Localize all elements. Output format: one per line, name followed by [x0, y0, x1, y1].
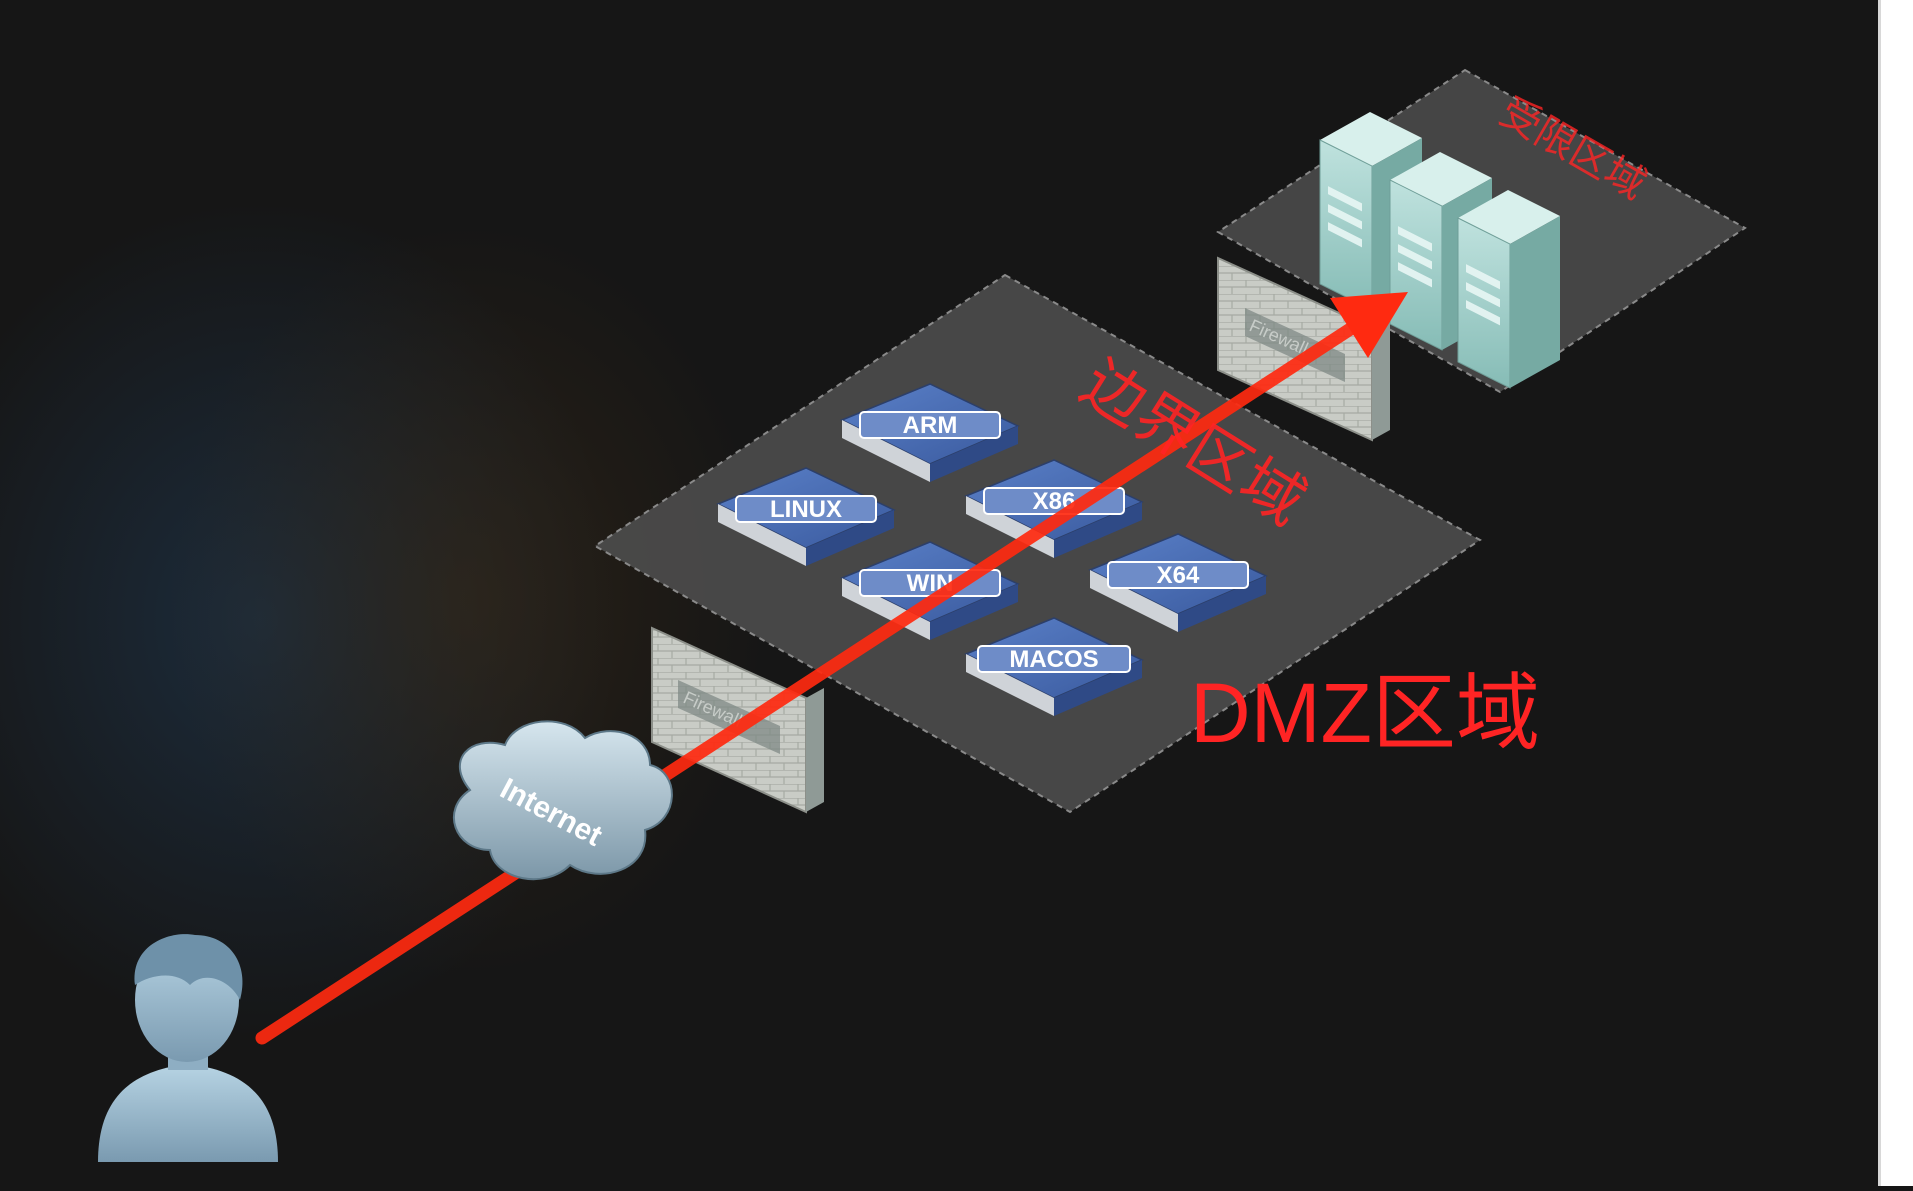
- server-icon: LINUX: [716, 467, 896, 566]
- server-icon: X86: [964, 459, 1144, 558]
- server-label: X64: [1157, 562, 1200, 589]
- user-icon: [98, 934, 278, 1162]
- firewall-icon: Firewall: [1217, 256, 1390, 442]
- tower-server-icon: [1457, 190, 1560, 389]
- server-label: ARM: [903, 412, 958, 439]
- server-label: MACOS: [1009, 646, 1098, 673]
- attack-path-arrow: [255, 292, 1408, 1045]
- tower-server-group: [1319, 112, 1560, 389]
- background-glow: [0, 200, 770, 1040]
- page-edge-strip: [1878, 0, 1913, 1186]
- dmz-zone-label: DMZ区域: [1190, 666, 1540, 760]
- server-label: LINUX: [770, 496, 842, 523]
- server-icon: ARM: [840, 383, 1020, 482]
- cloud-icon: Internet: [452, 720, 673, 881]
- server-rack-group: ARM LINUX X86 WIN: [716, 383, 1268, 716]
- server-icon: MACOS: [964, 617, 1144, 716]
- server-icon: X64: [1088, 533, 1268, 632]
